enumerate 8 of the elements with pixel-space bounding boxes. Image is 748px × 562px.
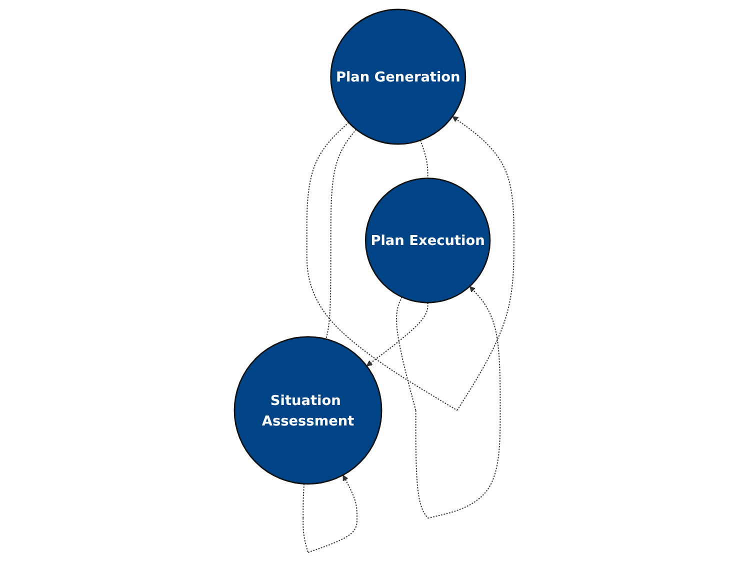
node-circle bbox=[364, 178, 490, 304]
arrow bbox=[396, 286, 501, 519]
arrow bbox=[306, 116, 514, 411]
node-circle bbox=[330, 8, 466, 145]
cycle-diagram: Plan Generation Situation Assessment Plan Execution bbox=[228, 4, 520, 558]
node-circle bbox=[234, 336, 382, 485]
connector bbox=[420, 140, 428, 178]
arrow bbox=[302, 474, 358, 553]
